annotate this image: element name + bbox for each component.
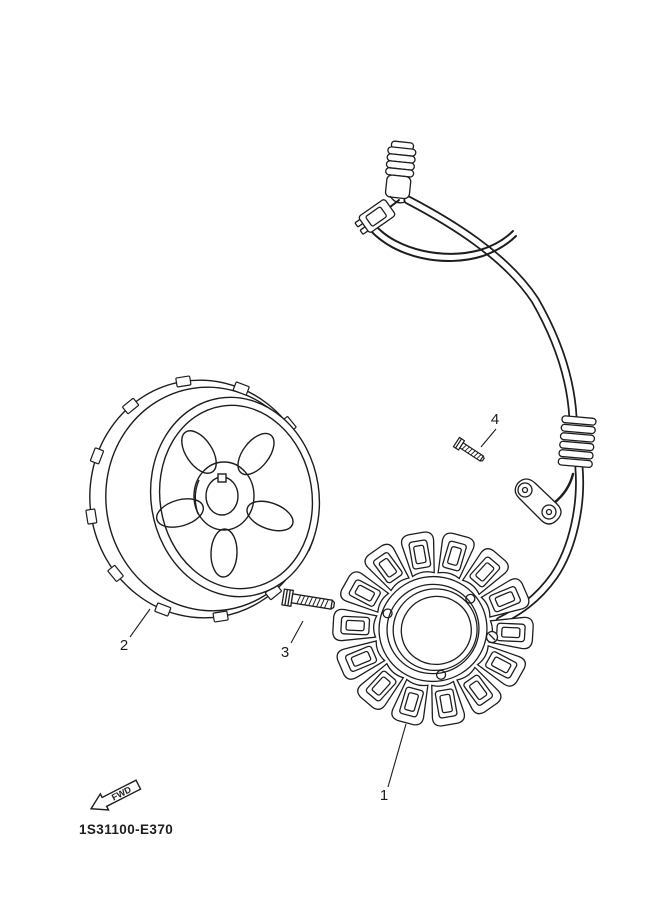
callout-4-line (480, 428, 497, 448)
grommet (557, 415, 597, 469)
lead-wire-3 (375, 225, 514, 255)
stator-core (378, 575, 488, 683)
sub-connector (354, 199, 396, 235)
pickup-lead-wire (552, 472, 575, 505)
wire-harness (369, 195, 585, 626)
callout-3-line (290, 620, 304, 644)
callout-1-label: 1 (380, 787, 388, 804)
callouts: 1 2 3 4 (120, 411, 499, 804)
bolt-short (452, 436, 485, 462)
harness-cable-lower-highlight (497, 465, 583, 624)
callout-2: 2 (120, 608, 151, 654)
rotor-spokes (155, 430, 294, 578)
mounting-hole (435, 669, 447, 680)
callout-4-label: 4 (491, 411, 499, 428)
harness-cable (403, 195, 578, 423)
mounting-hole (382, 608, 393, 619)
lead-wire-2 (369, 229, 517, 262)
callout-4: 4 (480, 411, 499, 448)
clamp-screw (485, 630, 499, 644)
harness-cable-highlight (405, 197, 576, 421)
fwd-arrow-shape (89, 779, 142, 811)
callout-1-line (387, 723, 407, 788)
rotor-hub (193, 461, 255, 531)
fwd-arrow: FWD (89, 779, 142, 811)
flywheel-rotor (85, 375, 321, 623)
part-code: 1S31100-E370 (79, 822, 173, 837)
connector-boot (384, 140, 417, 204)
stator-assembly (331, 530, 535, 728)
pickup-bracket (514, 478, 562, 525)
bolt-long (281, 588, 336, 610)
callout-2-line (129, 608, 151, 638)
stator-coils (331, 530, 535, 728)
callout-3: 3 (281, 620, 304, 661)
callout-1: 1 (380, 723, 407, 804)
mounting-hole (465, 593, 476, 604)
callout-2-label: 2 (120, 637, 128, 654)
callout-3-label: 3 (281, 644, 289, 661)
